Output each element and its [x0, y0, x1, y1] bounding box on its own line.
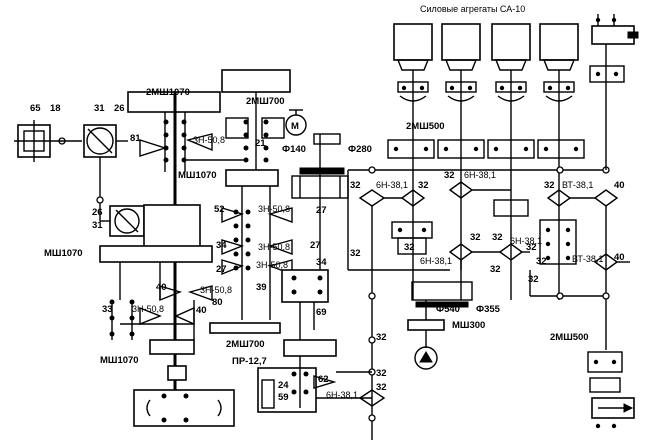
label-2mw500-top: 2МШ500	[406, 121, 445, 132]
power-unit-3	[491, 23, 531, 300]
label-40-a: 40	[156, 282, 167, 293]
label-3n508-b: 3Н-50,8	[258, 204, 290, 214]
coupling-top-right	[589, 14, 639, 170]
label-32-14: 32	[376, 368, 387, 379]
label-mw300: МШ300	[452, 320, 485, 331]
power-unit-1	[393, 23, 433, 300]
label-34-b: 34	[316, 257, 327, 268]
label-32-12: 32	[528, 274, 539, 285]
label-f540: Ф540	[436, 304, 460, 315]
gear-block-mid-right	[493, 199, 577, 265]
shaft-lower	[209, 322, 281, 334]
unit-31-26: 31 26	[83, 103, 128, 158]
label-32-10: 32	[350, 248, 361, 259]
label-18: 18	[50, 103, 61, 114]
label-32-4: 32	[544, 180, 555, 191]
label-39: 39	[256, 282, 267, 293]
label-32-9: 32	[536, 256, 547, 267]
label-vt381-b: ВТ-38,1	[572, 254, 603, 264]
label-6n381-c: 6Н-38,1	[420, 256, 452, 266]
label-mw1070-mid: МШ1070	[178, 170, 217, 181]
label-81: 81	[130, 133, 141, 144]
housing-2mw700	[221, 69, 291, 93]
label-33: 33	[102, 304, 113, 315]
label-32-bot: 32	[376, 382, 387, 393]
label-f355: Ф355	[476, 304, 501, 315]
label-2mw700-top: 2МШ700	[246, 96, 285, 107]
gear-column-center	[221, 186, 293, 320]
label-31-a: 31	[94, 103, 105, 114]
label-32-8: 32	[526, 242, 537, 253]
label-vt381-a: ВТ-38,1	[562, 180, 593, 190]
label-69: 69	[316, 307, 327, 318]
label-32-13: 32	[376, 332, 387, 343]
label-2mw500-bot: 2МШ500	[550, 332, 589, 343]
label-2mw700-bot: 2МШ700	[226, 339, 265, 350]
label-mw1070-bot: МШ1070	[100, 355, 139, 366]
unit-26-31: 26 31	[92, 205, 145, 237]
label-3n508-e: 3Н-50,8	[200, 285, 232, 295]
label-40-r1: 40	[614, 180, 625, 191]
label-f280: Ф280	[348, 144, 372, 155]
label-52: 52	[214, 204, 225, 215]
label-32-1: 32	[350, 180, 361, 191]
svg-text:M: M	[291, 121, 299, 132]
label-32-2: 32	[418, 180, 429, 191]
housing-mw1070-bot	[149, 339, 195, 355]
label-40-r2: 40	[614, 252, 625, 263]
label-26-b: 26	[92, 207, 103, 218]
label-6n381-d: 6Н-38,1	[510, 236, 542, 246]
pulley-f540-f355	[407, 281, 473, 348]
diagram-title: Силовые агрегаты СА-10	[420, 4, 525, 14]
pulley-f140-f280	[291, 133, 349, 290]
gear-block-mid-left	[391, 221, 433, 255]
pump-icon	[414, 346, 438, 370]
stage-lower-left	[109, 299, 195, 340]
output-unit-right	[587, 351, 635, 429]
housing-mw1070-mid	[225, 169, 279, 187]
label-3n508-d: 3Н-50,8	[256, 260, 288, 270]
label-27-a: 27	[316, 205, 327, 216]
label-59: 59	[278, 392, 289, 403]
power-units	[393, 23, 579, 300]
housing-center-right	[281, 269, 329, 303]
label-40-b: 40	[196, 305, 207, 316]
stage-bottom-center	[257, 356, 386, 413]
unit-65-18: 65 18	[14, 103, 82, 162]
label-32-7: 32	[492, 232, 503, 243]
coupling-bottom	[167, 365, 187, 381]
label-pr127: ПР-12,7	[232, 356, 267, 367]
housing-2mw700-bot	[283, 339, 337, 357]
label-80: 80	[212, 297, 223, 308]
label-31-b: 31	[92, 220, 103, 231]
label-32-6: 32	[470, 232, 481, 243]
label-3n508-a: 3Н-50,8	[193, 135, 225, 145]
label-32-5: 32	[404, 242, 415, 253]
label-65: 65	[30, 103, 41, 114]
label-32-11: 32	[490, 264, 501, 275]
label-6n381-b: 6Н-38,1	[464, 170, 496, 180]
label-34-a: 34	[216, 240, 227, 251]
label-21: 21	[255, 138, 266, 149]
clutch-row-top	[387, 139, 585, 159]
label-3n508-c: 3Н-50,8	[258, 242, 290, 252]
label-6n381-bot: 6Н-38,1	[326, 390, 358, 400]
label-2mw1070-top: 2МШ1070	[146, 87, 190, 98]
label-26-a: 26	[114, 103, 125, 114]
label-24: 24	[278, 380, 289, 391]
label-27-b: 27	[310, 240, 321, 251]
label-mw1070-left: МШ1070	[44, 248, 83, 259]
label-32-3: 32	[444, 170, 455, 181]
label-27-c: 27	[216, 264, 227, 275]
power-unit-4	[539, 23, 579, 300]
label-6n381-a: 6Н-38,1	[376, 180, 408, 190]
label-62: 62	[318, 374, 329, 385]
label-f140: Ф140	[282, 144, 306, 155]
housing-mw1070-left	[99, 245, 213, 263]
label-3n508-f: 3Н-50,8	[132, 304, 164, 314]
housing-mid-left	[143, 204, 201, 248]
